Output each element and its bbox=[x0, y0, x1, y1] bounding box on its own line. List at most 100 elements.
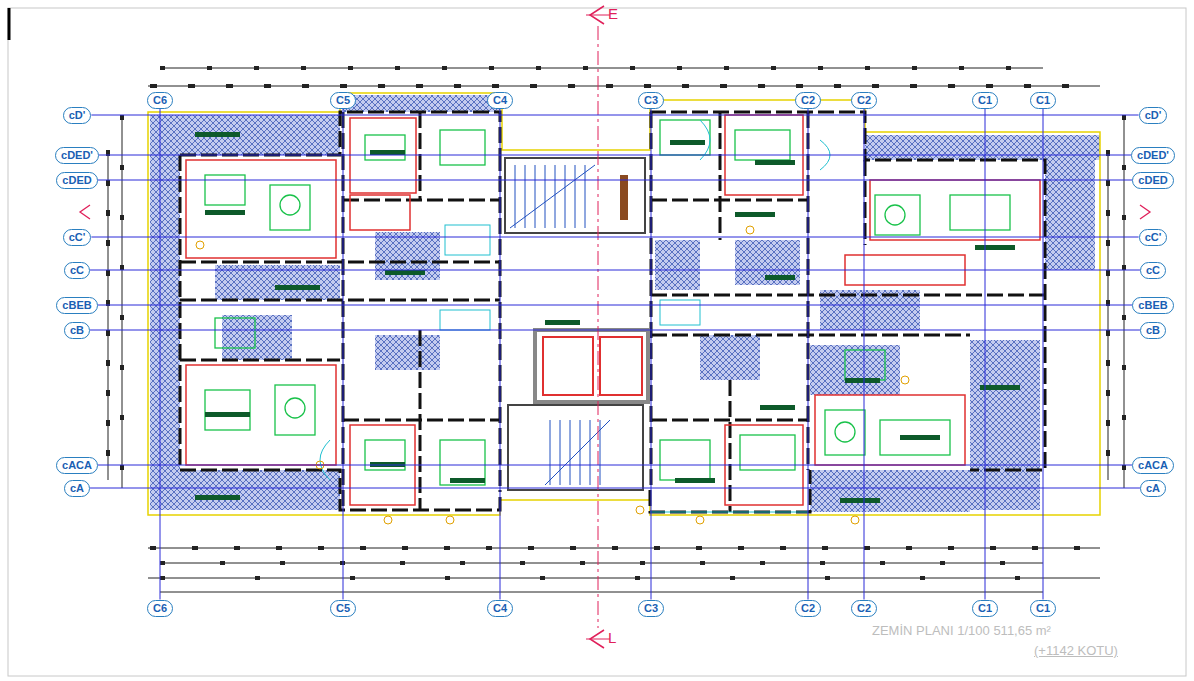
axis-bubble: cC' bbox=[1139, 229, 1168, 246]
axis-bubble: C1 bbox=[972, 92, 998, 109]
room-outlines bbox=[186, 115, 1040, 505]
section-mark: E bbox=[608, 5, 618, 22]
axis-label: cC' bbox=[69, 231, 86, 243]
grid-axis-line bbox=[98, 305, 1133, 306]
axis-bubble: C3 bbox=[638, 92, 664, 109]
axis-bubble: C6 bbox=[147, 92, 173, 109]
axis-label: C1 bbox=[978, 602, 992, 614]
axis-bubble: cC bbox=[64, 262, 90, 279]
axis-label: C2 bbox=[857, 602, 871, 614]
axis-label: C5 bbox=[336, 602, 350, 614]
axis-label: cBEB bbox=[62, 299, 91, 311]
axis-label: C1 bbox=[1036, 94, 1050, 106]
axis-bubble: cB bbox=[64, 322, 90, 339]
axis-bubble: cDED bbox=[56, 172, 97, 189]
axis-label: C1 bbox=[978, 94, 992, 106]
grid-axis-line bbox=[808, 109, 809, 600]
axis-label: cA bbox=[1146, 482, 1160, 494]
axis-bubble: C2 bbox=[851, 92, 877, 109]
axis-label: C2 bbox=[801, 602, 815, 614]
section-mark: L bbox=[608, 629, 616, 646]
axis-label: cA bbox=[70, 482, 84, 494]
axis-bubble: cA bbox=[64, 480, 90, 497]
grid-axis-line bbox=[864, 109, 865, 600]
axis-label: C3 bbox=[644, 94, 658, 106]
grid-axis-line bbox=[98, 180, 1133, 181]
plan-caption: ZEMİN PLANI 1/100 511,65 m² bbox=[872, 623, 1051, 638]
grid-axis-line bbox=[90, 488, 1140, 489]
grid-axis-line bbox=[160, 109, 161, 600]
furniture bbox=[205, 120, 1010, 485]
stairs bbox=[505, 158, 645, 490]
axis-label: cACA bbox=[1138, 459, 1168, 471]
grid-axis-line bbox=[500, 109, 501, 600]
axis-bubble: C1 bbox=[1030, 600, 1056, 617]
axis-bubble: cBEB bbox=[1132, 297, 1173, 314]
grid-axis-line bbox=[91, 237, 1138, 238]
axis-bubble: C1 bbox=[972, 600, 998, 617]
axis-bubble: cA bbox=[1140, 480, 1166, 497]
grid-axis-line bbox=[98, 465, 1132, 466]
grid-axis-line bbox=[99, 155, 1131, 156]
axis-label: C4 bbox=[493, 602, 507, 614]
axis-bubble: cDED bbox=[1132, 172, 1173, 189]
grid-axis-line bbox=[651, 109, 652, 600]
axis-bubble: cACA bbox=[1132, 457, 1174, 474]
axis-bubble: C2 bbox=[851, 600, 877, 617]
axis-bubble: C3 bbox=[638, 600, 664, 617]
axis-bubble: C2 bbox=[795, 600, 821, 617]
axis-label: C2 bbox=[857, 94, 871, 106]
grid-axis-line bbox=[343, 109, 344, 600]
axis-label: cACA bbox=[62, 459, 92, 471]
axis-bubble: cACA bbox=[56, 457, 98, 474]
fixtures bbox=[320, 120, 830, 512]
axis-label: cDED bbox=[1138, 174, 1167, 186]
axis-label: C2 bbox=[801, 94, 815, 106]
axis-bubble: C6 bbox=[147, 600, 173, 617]
axis-bubble: cDED' bbox=[1131, 147, 1175, 164]
grid-axis-line bbox=[90, 330, 1140, 331]
axis-bubble: C4 bbox=[487, 92, 513, 109]
level-note: (+1142 KOTU) bbox=[1034, 643, 1118, 658]
axis-bubble: C4 bbox=[487, 600, 513, 617]
room-label-bars bbox=[195, 132, 1020, 503]
section-line bbox=[80, 6, 1150, 648]
axis-bubble: C2 bbox=[795, 92, 821, 109]
axis-label: cDED' bbox=[1137, 149, 1169, 161]
axis-label: cBEB bbox=[1138, 299, 1167, 311]
axis-label: cC' bbox=[1145, 231, 1162, 243]
grid-axis-line bbox=[1043, 109, 1044, 600]
axis-bubble: cD' bbox=[63, 107, 92, 124]
axis-label: cC bbox=[1146, 264, 1160, 276]
axis-label: cD' bbox=[69, 109, 86, 121]
axis-label: C6 bbox=[153, 602, 167, 614]
elevator bbox=[535, 330, 648, 402]
sheet-corner bbox=[8, 8, 11, 40]
door-tags bbox=[196, 226, 909, 524]
axis-label: cDED bbox=[62, 174, 91, 186]
axis-label: C5 bbox=[336, 94, 350, 106]
axis-bubble: C5 bbox=[330, 92, 356, 109]
axis-bubble: cC bbox=[1140, 262, 1166, 279]
axis-label: C3 bbox=[644, 602, 658, 614]
axis-bubble: cBEB bbox=[56, 297, 97, 314]
axis-bubble: C5 bbox=[330, 600, 356, 617]
axis-bubble: cB bbox=[1140, 322, 1166, 339]
axis-label: cB bbox=[1146, 324, 1160, 336]
axis-label: C4 bbox=[493, 94, 507, 106]
axis-bubble: cC' bbox=[63, 229, 92, 246]
sheet-frame bbox=[8, 8, 1186, 676]
grid-axis-line bbox=[90, 270, 1140, 271]
axis-label: cD' bbox=[1145, 109, 1162, 121]
axis-label: cC bbox=[70, 264, 84, 276]
axis-bubble: C1 bbox=[1030, 92, 1056, 109]
grid-axis-line bbox=[985, 109, 986, 600]
hatched-areas bbox=[150, 95, 1100, 512]
grid-axis-line bbox=[91, 115, 1138, 116]
axis-bubble: cD' bbox=[1139, 107, 1168, 124]
axis-bubble: cDED' bbox=[55, 147, 99, 164]
axis-label: cDED' bbox=[61, 149, 93, 161]
axis-label: C6 bbox=[153, 94, 167, 106]
